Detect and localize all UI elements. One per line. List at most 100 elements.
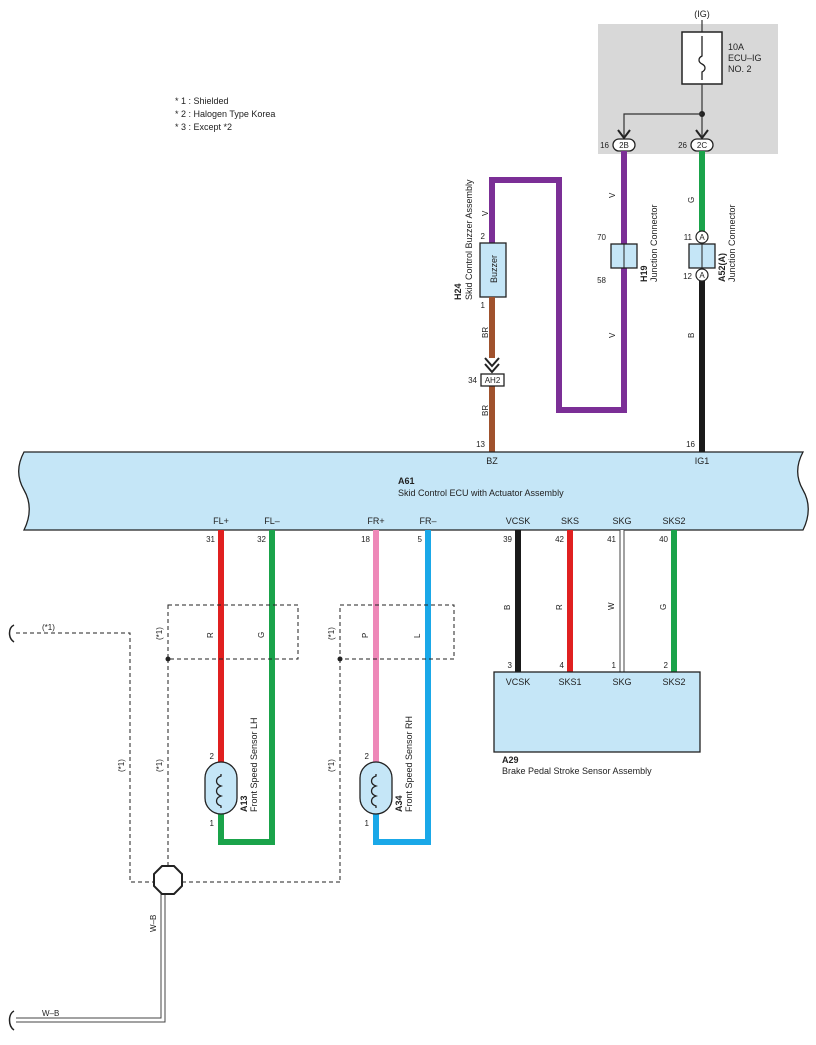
a52-mark-top: A bbox=[699, 233, 705, 242]
brake-pin-sks2-label: SKS2 bbox=[662, 677, 685, 687]
sensor-lh-pin-bottom: 1 bbox=[210, 819, 215, 828]
buzzer-h24: Buzzer 2 1 H24 Skid Control Buzzer Assem… bbox=[453, 179, 507, 310]
ecu-pin-skg-label: SKG bbox=[612, 516, 631, 526]
upper-wire-color-labels: V BR BR V V G B bbox=[481, 192, 696, 416]
a52-name: Junction Connector bbox=[727, 204, 737, 282]
ground-wire-label-horizontal: W–B bbox=[42, 1009, 59, 1018]
ecu-pin-bz-number: 13 bbox=[476, 440, 485, 449]
wire-color-buz-top: V bbox=[481, 210, 490, 216]
shield-mark-top: (*1) bbox=[42, 623, 55, 632]
note-1: * 1 : Shielded bbox=[175, 96, 229, 106]
h19-name: Junction Connector bbox=[649, 204, 659, 282]
buzzer-name: Skid Control Buzzer Assembly bbox=[464, 179, 474, 300]
violet-wire bbox=[489, 151, 627, 413]
brake-pin-skg-label: SKG bbox=[612, 677, 631, 687]
connector-ah2: AH2 34 bbox=[468, 357, 505, 387]
wire-color-buz-bottom: BR bbox=[481, 327, 490, 338]
buzzer-pin-bottom: 1 bbox=[481, 301, 486, 310]
break-mark-ground-icon bbox=[8, 1010, 15, 1031]
ecu-pin-sks-label: SKS bbox=[561, 516, 579, 526]
ecu-pin-42: 42 bbox=[555, 535, 564, 544]
h19-junction-connector: 70 58 H19 Junction Connector bbox=[597, 204, 659, 285]
wire-color-sks: R bbox=[555, 604, 564, 610]
a52-junction-connector: A A 11 12 A52(A) Junction Connector bbox=[683, 204, 737, 282]
wire-color-sks2: G bbox=[659, 604, 668, 610]
shield-dot-lh bbox=[165, 656, 171, 662]
ig-label: (IG) bbox=[694, 9, 710, 19]
shield-markers: (*1) (*1) (*1) (*1) (*1) (*1) bbox=[42, 623, 336, 772]
h19-pin-bottom: 58 bbox=[597, 276, 606, 285]
note-2: * 2 : Halogen Type Korea bbox=[175, 109, 275, 119]
wire-color-fr-plus: P bbox=[361, 633, 370, 638]
shield-mark-lh-upper: (*1) bbox=[155, 627, 164, 640]
wire-color-a52-bottom: B bbox=[687, 333, 696, 338]
brake-pin-vcsk-label: VCSK bbox=[506, 677, 531, 687]
brake-pin-4: 4 bbox=[560, 661, 565, 670]
brake-pin-2: 2 bbox=[664, 661, 669, 670]
fuse-name-1: ECU–IG bbox=[728, 53, 762, 63]
ecu-name: Skid Control ECU with Actuator Assembly bbox=[398, 488, 564, 498]
shield-mark-rh-lower: (*1) bbox=[327, 759, 336, 772]
connector-2c-pin: 26 bbox=[678, 141, 687, 150]
shield-lines bbox=[16, 604, 455, 883]
connector-ah2-pin: 34 bbox=[468, 376, 477, 385]
a52-pin-top: 11 bbox=[684, 233, 693, 242]
ecu-pin-31: 31 bbox=[206, 535, 215, 544]
ecu-pin-32: 32 bbox=[257, 535, 266, 544]
buzzer-pin-top: 2 bbox=[481, 232, 486, 241]
wire-color-buz-lower: BR bbox=[481, 405, 490, 416]
sensor-rh-ref: A34 bbox=[394, 795, 404, 812]
arrow-ah2-icon bbox=[484, 357, 500, 374]
brake-pin-3: 3 bbox=[508, 661, 513, 670]
note-3: * 3 : Except *2 bbox=[175, 122, 232, 132]
ecu-pin-5: 5 bbox=[418, 535, 423, 544]
buzzer-ref: H24 bbox=[453, 283, 463, 300]
front-speed-sensor-rh: 2 1 A34 Front Speed Sensor RH bbox=[359, 716, 414, 828]
connector-2b-pin: 16 bbox=[600, 141, 609, 150]
ecu-pin-18: 18 bbox=[361, 535, 370, 544]
ig-power-box: (IG) 10A ECU–IG NO. 2 bbox=[598, 9, 778, 154]
shield-mark-left: (*1) bbox=[117, 759, 126, 772]
connector-ah2-code: AH2 bbox=[485, 376, 501, 385]
ecu-pin-41: 41 bbox=[607, 535, 616, 544]
ecu-pin-39: 39 bbox=[503, 535, 512, 544]
connector-2c-code: 2C bbox=[697, 141, 707, 150]
fuse-icon bbox=[698, 36, 706, 80]
wire-color-h19-bottom: V bbox=[608, 332, 617, 338]
ecu-pin-sks2-label: SKS2 bbox=[662, 516, 685, 526]
brake-ref: A29 bbox=[502, 755, 519, 765]
sensor-lh-name: Front Speed Sensor LH bbox=[249, 717, 259, 812]
a52-mark-bottom: A bbox=[699, 271, 705, 280]
ecu-a61: A61 Skid Control ECU with Actuator Assem… bbox=[18, 440, 809, 531]
ecu-pin-fl-minus-label: FL– bbox=[264, 516, 280, 526]
brake-sensor-box bbox=[493, 671, 701, 753]
wire-color-fl-plus: R bbox=[206, 632, 215, 638]
brake-pin-sks1-label: SKS1 bbox=[558, 677, 581, 687]
connector-2c: 2C 26 bbox=[678, 138, 714, 152]
notes: * 1 : Shielded * 2 : Halogen Type Korea … bbox=[175, 96, 275, 132]
brake-pin-1: 1 bbox=[612, 661, 617, 670]
brake-pedal-stroke-sensor: VCSK SKS1 SKG SKS2 3 4 1 2 A29 Brake Ped… bbox=[493, 661, 701, 776]
ecu-pin-fr-plus-label: FR+ bbox=[367, 516, 384, 526]
buzzer-label: Buzzer bbox=[489, 255, 499, 283]
ground-wiring: W–B W–B bbox=[8, 865, 183, 1031]
ecu-ref: A61 bbox=[398, 476, 415, 486]
shield-mark-lh-lower: (*1) bbox=[155, 759, 164, 772]
coil-icon-lh bbox=[215, 774, 224, 808]
front-speed-sensor-lh: 2 1 A13 Front Speed Sensor LH bbox=[204, 717, 259, 828]
wire-color-fr-minus: L bbox=[413, 633, 422, 638]
arrow-2b-icon bbox=[617, 129, 631, 140]
buzzer-box bbox=[479, 242, 507, 298]
break-mark-shield-icon bbox=[8, 624, 15, 643]
ecu-pin-fl-plus-label: FL+ bbox=[213, 516, 229, 526]
sensor-rh-name: Front Speed Sensor RH bbox=[404, 716, 414, 812]
h19-ref: H19 bbox=[639, 265, 649, 282]
a52-ref: A52(A) bbox=[717, 253, 727, 282]
wire-color-skg: W bbox=[607, 602, 616, 610]
brake-name: Brake Pedal Stroke Sensor Assembly bbox=[502, 766, 652, 776]
wire-color-vcsk: B bbox=[503, 605, 512, 610]
connector-2b-code: 2B bbox=[619, 141, 629, 150]
wire-color-a52-top: G bbox=[687, 197, 696, 203]
coil-icon-rh bbox=[370, 774, 379, 808]
